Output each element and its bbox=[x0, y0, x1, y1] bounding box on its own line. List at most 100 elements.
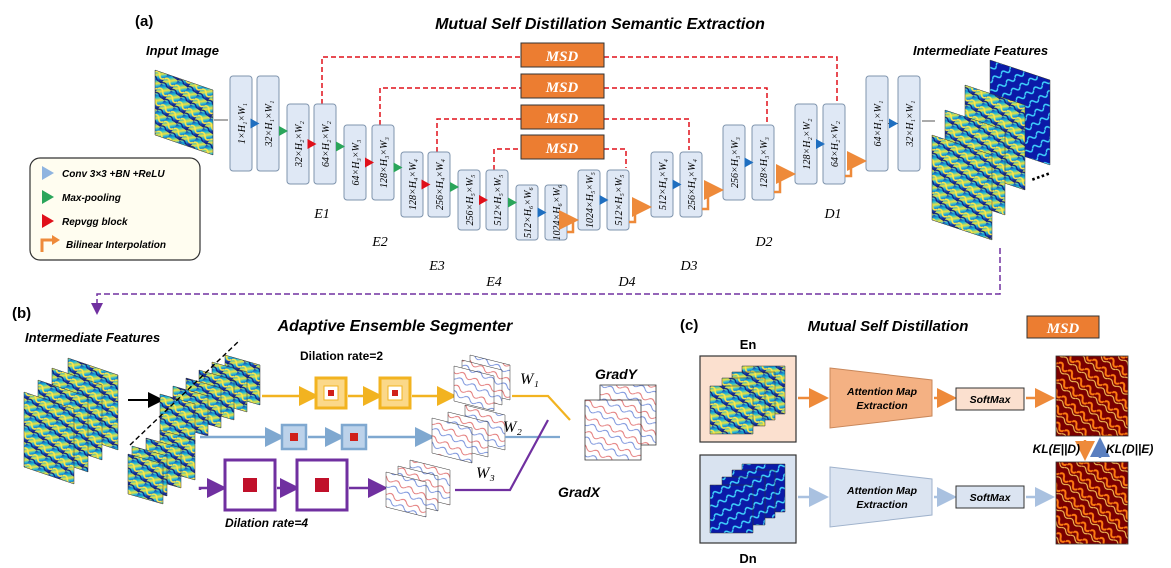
weight-w3: W₃ bbox=[476, 465, 495, 482]
stage-label-d3: D3 bbox=[679, 259, 697, 274]
op-marker-9 bbox=[479, 195, 488, 205]
op-marker-15 bbox=[672, 179, 682, 190]
legend-maxpool-label: Max-pooling bbox=[62, 193, 121, 204]
upsample-connector-16 bbox=[702, 180, 724, 211]
feature-block-label-13: 1024×H₅×W₅ bbox=[585, 171, 596, 228]
input-image bbox=[154, 69, 214, 156]
ensemble-paths bbox=[455, 394, 571, 492]
attention-extractor-top bbox=[829, 367, 933, 429]
feature-block-label-1: 1×H₁×W₁ bbox=[237, 103, 248, 144]
grad-x-label: GradX bbox=[558, 484, 602, 500]
feature-block-label-20: 64×H₂×W₂ bbox=[830, 120, 841, 167]
attention-extractor-bottom bbox=[829, 466, 933, 528]
legend-conv-marker bbox=[42, 166, 54, 180]
legend-repvgg-label: Repvgg block bbox=[62, 217, 128, 228]
attention-bottom-line1: Attention Map bbox=[846, 485, 918, 497]
stage-label-d1: D1 bbox=[823, 207, 841, 222]
feature-block-label-16: 256×H₄×W₄ bbox=[687, 158, 698, 210]
softmax-bottom-label: SoftMax bbox=[970, 492, 1012, 504]
op-marker-5 bbox=[365, 157, 374, 168]
feature-block-label-7: 128×H₄×W₄ bbox=[408, 158, 419, 210]
feature-block-label-11: 512×H₆×W₆ bbox=[523, 186, 534, 238]
feature-block-label-15: 512×H₄×W₄ bbox=[658, 158, 669, 210]
msd-label-3: MSD bbox=[545, 111, 579, 127]
op-marker-13 bbox=[599, 195, 609, 205]
legend-maxpool-marker bbox=[42, 190, 54, 204]
msd-skip-connections bbox=[321, 56, 838, 170]
upsample-connector-14 bbox=[629, 197, 652, 224]
dilation-rate-bottom: Dilation rate=4 bbox=[225, 516, 308, 530]
feature-block-label-3: 32×H₂×W₂ bbox=[294, 120, 305, 168]
msd-box-4 bbox=[520, 134, 605, 160]
kl-left-label: KL(E||D) bbox=[1033, 442, 1080, 456]
branch-outputs bbox=[385, 354, 511, 518]
part-b-input-label: Intermediate Features bbox=[25, 330, 160, 345]
attention-map-top bbox=[1055, 355, 1129, 437]
op-marker-8 bbox=[450, 182, 459, 192]
softmax-top bbox=[955, 387, 1025, 411]
op-marker-3 bbox=[307, 139, 317, 149]
part-c-label: (c) bbox=[680, 317, 698, 334]
legend-bilinear-label: Bilinear Interpolation bbox=[66, 240, 166, 251]
dilation-4-branch bbox=[198, 458, 388, 512]
msd-box-2 bbox=[520, 73, 605, 99]
part-a-label: (a) bbox=[135, 13, 153, 30]
stage-label-e2: E2 bbox=[371, 235, 388, 250]
stage-label-e3: E3 bbox=[428, 259, 445, 274]
op-marker-6 bbox=[393, 162, 403, 173]
op-marker-7 bbox=[421, 179, 431, 190]
part-b-title: Adaptive Ensemble Segmenter bbox=[277, 318, 514, 335]
softmax-top-label: SoftMax bbox=[970, 394, 1012, 406]
part-b-label: (b) bbox=[12, 305, 31, 322]
intermediate-features-stack-top bbox=[931, 59, 1051, 241]
op-marker-1 bbox=[250, 118, 260, 129]
feature-block-label-6: 128×H₃×W₃ bbox=[379, 136, 390, 188]
dn-label: Dn bbox=[739, 551, 756, 566]
feature-block-label-2: 32×H₁×W₁ bbox=[264, 100, 275, 147]
softmax-bottom bbox=[955, 485, 1025, 509]
msd-tag-label: MSD bbox=[1046, 321, 1080, 337]
op-marker-19 bbox=[816, 139, 825, 149]
grad-y-label: GradY bbox=[595, 366, 639, 382]
feature-block-label-17: 256×H₃×W₃ bbox=[730, 136, 741, 188]
stage-label-e1: E1 bbox=[313, 207, 330, 222]
weight-w1: W₁ bbox=[520, 371, 539, 388]
upsample-connector-18 bbox=[774, 164, 796, 194]
feature-block-label-9: 256×H₅×W₅ bbox=[465, 174, 476, 226]
part-c-title: Mutual Self Distillation bbox=[808, 318, 969, 335]
attention-top-line2: Extraction bbox=[856, 400, 907, 412]
feature-block-label-12: 1024×H₆×W₆ bbox=[552, 184, 563, 241]
weight-w2: W₂ bbox=[503, 419, 522, 436]
msd-box-1 bbox=[520, 42, 605, 68]
msd-label-4: MSD bbox=[545, 141, 579, 157]
legend-bilinear-marker bbox=[40, 238, 52, 252]
attention-bottom-line2: Extraction bbox=[856, 499, 907, 511]
feature-block-label-8: 256×H₄×W₄ bbox=[435, 158, 446, 210]
en-label: En bbox=[740, 337, 757, 352]
op-marker-11 bbox=[537, 207, 547, 218]
msd-label-2: MSD bbox=[545, 80, 579, 96]
kl-right-label: KL(D||E) bbox=[1106, 442, 1153, 456]
stage-label-e4: E4 bbox=[485, 275, 502, 290]
stage-label-d2: D2 bbox=[754, 235, 772, 250]
upsample-connector-20 bbox=[845, 151, 867, 178]
legend-conv-label: Conv 3×3 +BN +ReLU bbox=[62, 169, 165, 180]
attention-map-bottom bbox=[1055, 461, 1129, 545]
part-a-title: Mutual Self Distillation Semantic Extrac… bbox=[435, 16, 765, 33]
part-b-input-stack bbox=[23, 357, 119, 485]
gradient-maps bbox=[584, 384, 657, 461]
dilation-rate-top: Dilation rate=2 bbox=[300, 349, 383, 363]
msd-label-1: MSD bbox=[545, 49, 579, 65]
decoder-feature-box bbox=[699, 454, 797, 544]
feature-block-label-5: 64×H₃×W₃ bbox=[351, 139, 362, 186]
feature-block-label-19: 128×H₂×W₂ bbox=[802, 118, 813, 170]
dilation-2-branch bbox=[262, 376, 457, 410]
op-marker-21 bbox=[889, 118, 898, 129]
feature-block-label-4: 64×H₂×W₂ bbox=[321, 120, 332, 167]
legend-repvgg-marker bbox=[42, 214, 54, 228]
encoder-feature-box bbox=[699, 355, 797, 443]
split-feature-stacks bbox=[127, 339, 261, 505]
feature-block-label-14: 512×H₅×W₅ bbox=[614, 174, 625, 226]
op-marker-4 bbox=[336, 141, 345, 152]
